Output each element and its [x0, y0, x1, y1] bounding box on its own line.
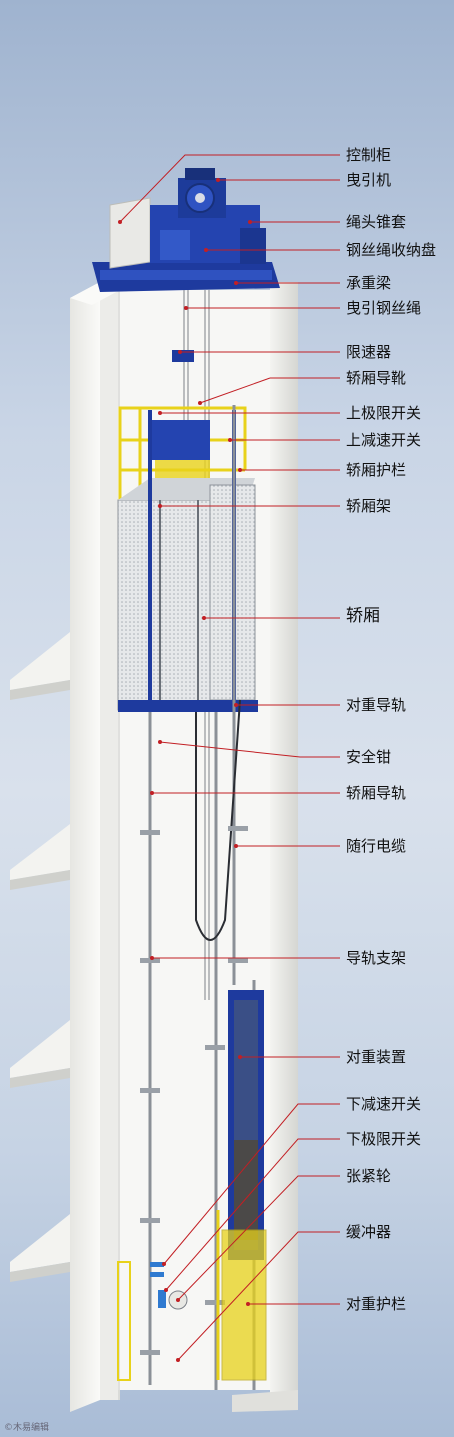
label-traction-machine: 曳引机 — [346, 171, 392, 189]
label-lower-limit-switch: 下极限开关 — [346, 1130, 422, 1148]
watermark: ©木易编辑 — [4, 1423, 50, 1433]
leader-lines — [119, 154, 340, 1361]
label-car-frame: 轿厢架 — [346, 497, 392, 515]
label-traction-rope: 曳引钢丝绳 — [346, 299, 422, 317]
label-counterweight-guard: 对重护栏 — [346, 1295, 407, 1313]
label-buffer: 缓冲器 — [346, 1223, 392, 1241]
label-rope-socket: 绳头锥套 — [346, 213, 407, 231]
label-upper-slowdown-switch: 上减速开关 — [346, 431, 422, 449]
label-upper-limit-switch: 上极限开关 — [346, 404, 422, 422]
traveling-cable-loop — [195, 699, 241, 941]
label-car: 轿厢 — [346, 606, 380, 626]
machine-room — [92, 168, 280, 292]
elevator-car — [117, 478, 258, 712]
label-counterweight: 对重装置 — [346, 1048, 407, 1066]
floor-slabs — [10, 632, 70, 1282]
label-car-rail: 轿厢导轨 — [346, 784, 407, 802]
label-car-guardrail: 轿厢护栏 — [346, 461, 407, 479]
counterweight-assembly — [228, 990, 264, 1260]
label-counterweight-rail: 对重导轨 — [346, 696, 407, 714]
label-tension-pulley: 张紧轮 — [346, 1167, 392, 1185]
label-load-beam: 承重梁 — [346, 274, 392, 292]
label-lower-slowdown-switch: 下减速开关 — [346, 1095, 422, 1113]
rail-brackets — [140, 826, 248, 1355]
speed-governor-device — [172, 350, 194, 362]
label-safety-gear: 安全钳 — [346, 748, 392, 766]
pit-ladder — [117, 1261, 131, 1381]
label-rope-reel: 钢丝绳收纳盘 — [346, 241, 437, 259]
counterweight-guard-panel — [221, 1229, 267, 1381]
label-control-cabinet: 控制柜 — [346, 146, 392, 164]
label-car-guide-shoe: 轿厢导靴 — [346, 369, 407, 387]
label-traveling-cable: 随行电缆 — [346, 837, 407, 855]
label-rail-bracket: 导轨支架 — [346, 949, 407, 967]
label-speed-governor: 限速器 — [346, 343, 392, 361]
